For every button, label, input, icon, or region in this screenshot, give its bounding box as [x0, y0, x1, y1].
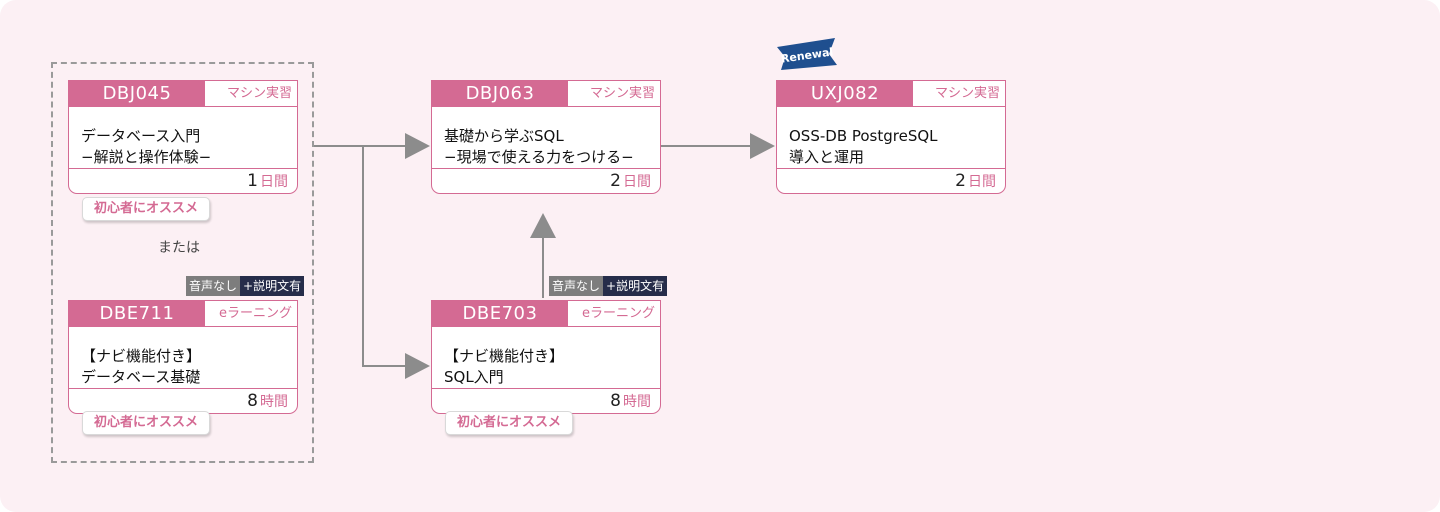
course-title: 【ナビ機能付き】 データベース基礎 — [69, 327, 297, 388]
beginner-badge: 初心者にオススメ — [445, 411, 573, 435]
audio-desc-text: 説明文有 — [616, 279, 665, 293]
duration-unit: 日間 — [260, 174, 288, 190]
course-code: DBE703 — [432, 301, 568, 326]
connector-group-to-dbe703 — [362, 146, 410, 367]
course-title: OSS-DB PostgreSQL 導入と運用 — [777, 107, 1005, 168]
audio-sep: + — [606, 279, 617, 293]
course-title-line1: データベース入門 — [81, 127, 201, 145]
course-title: データベース入門 −解説と操作体験− — [69, 107, 297, 168]
course-title: 【ナビ機能付き】 SQL入門 — [432, 327, 660, 388]
duration-unit: 時間 — [623, 394, 651, 410]
course-card-dbj045[interactable]: DBJ045 マシン実習 データベース入門 −解説と操作体験− 1 日間 — [68, 80, 298, 194]
course-title-line2: −現場で使える力をつける− — [444, 148, 634, 166]
audio-desc: +説明文有 — [603, 276, 668, 296]
course-card-uxj082[interactable]: UXJ082 マシン実習 OSS-DB PostgreSQL 導入と運用 2 日… — [776, 80, 1006, 194]
card-footer: 8 時間 — [69, 388, 297, 413]
audio-desc-text: 説明文有 — [253, 279, 302, 293]
course-title-line2: SQL入門 — [444, 368, 504, 386]
audio-label: 音声なし — [549, 276, 604, 296]
course-type: eラーニング — [582, 306, 655, 321]
course-title-line2: −解説と操作体験− — [81, 148, 212, 166]
card-header: DBE703 eラーニング — [432, 301, 660, 327]
beginner-badge: 初心者にオススメ — [82, 197, 210, 221]
course-type: マシン実習 — [226, 86, 292, 101]
card-footer: 1 日間 — [69, 168, 297, 193]
course-code: DBE711 — [69, 301, 205, 326]
course-title-line1: 【ナビ機能付き】 — [444, 347, 565, 365]
course-type: eラーニング — [219, 306, 292, 321]
card-header: DBJ045 マシン実習 — [69, 81, 297, 107]
course-type: マシン実習 — [934, 86, 1000, 101]
card-header: DBJ063 マシン実習 — [432, 81, 660, 107]
card-footer: 8 時間 — [432, 388, 660, 413]
audio-desc: +説明文有 — [240, 276, 305, 296]
arrowhead-to-uxj082 — [750, 133, 775, 159]
card-footer: 2 日間 — [432, 168, 660, 193]
card-header: UXJ082 マシン実習 — [777, 81, 1005, 107]
duration-unit: 日間 — [623, 174, 651, 190]
duration-number: 2 — [610, 171, 621, 191]
renewal-ribbon-icon: Renewal — [777, 38, 837, 70]
course-card-dbe711[interactable]: DBE711 eラーニング 【ナビ機能付き】 データベース基礎 8 時間 — [68, 300, 298, 414]
course-title-line1: 基礎から学ぶSQL — [444, 127, 564, 145]
audio-info-tag: 音声なし +説明文有 — [549, 276, 668, 296]
audio-info-tag: 音声なし +説明文有 — [186, 276, 305, 296]
card-footer: 2 日間 — [777, 168, 1005, 193]
duration-number: 2 — [955, 171, 966, 191]
course-code: DBJ063 — [432, 81, 568, 106]
duration-number: 8 — [247, 391, 258, 411]
arrowhead-to-dbj063 — [405, 133, 430, 159]
course-title-line1: OSS-DB PostgreSQL — [789, 127, 938, 145]
course-code: DBJ045 — [69, 81, 205, 106]
course-title-line2: データベース基礎 — [81, 368, 201, 386]
or-label: または — [158, 240, 200, 256]
arrowhead-to-dbj063-bottom — [530, 213, 556, 238]
duration-unit: 時間 — [260, 394, 288, 410]
beginner-badge: 初心者にオススメ — [82, 411, 210, 435]
course-title: 基礎から学ぶSQL −現場で使える力をつける− — [432, 107, 660, 168]
duration-number: 1 — [247, 171, 258, 191]
arrowhead-to-dbe703 — [405, 353, 430, 379]
duration-unit: 日間 — [968, 174, 996, 190]
course-title-line1: 【ナビ機能付き】 — [81, 347, 202, 365]
alternative-course-group — [51, 62, 314, 463]
duration-number: 8 — [610, 391, 621, 411]
card-header: DBE711 eラーニング — [69, 301, 297, 327]
audio-label: 音声なし — [186, 276, 241, 296]
course-code: UXJ082 — [777, 81, 913, 106]
course-card-dbj063[interactable]: DBJ063 マシン実習 基礎から学ぶSQL −現場で使える力をつける− 2 日… — [431, 80, 661, 194]
audio-sep: + — [243, 279, 254, 293]
course-card-dbe703[interactable]: DBE703 eラーニング 【ナビ機能付き】 SQL入門 8 時間 — [431, 300, 661, 414]
course-type: マシン実習 — [589, 86, 655, 101]
course-title-line2: 導入と運用 — [789, 148, 865, 166]
